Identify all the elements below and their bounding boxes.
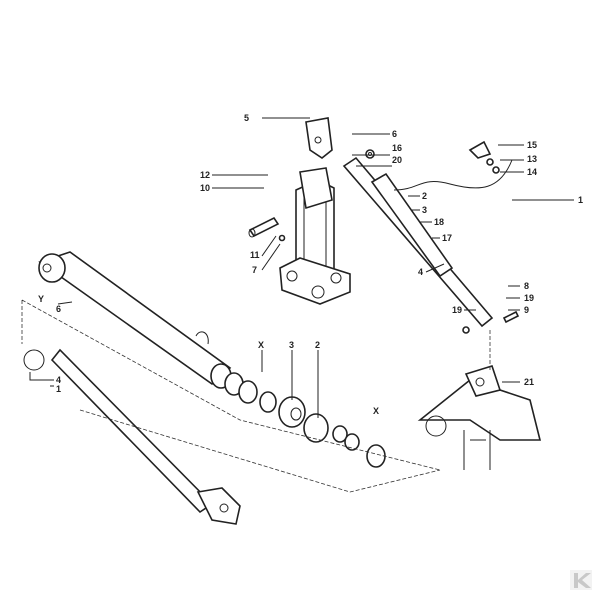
label-11: 11 <box>250 250 260 260</box>
label-6-lower: 6 <box>56 304 61 314</box>
label-18: 18 <box>434 217 444 227</box>
seal-rings <box>224 372 386 468</box>
label-17: 17 <box>442 233 452 243</box>
label-12: 12 <box>200 170 210 180</box>
hydraulic-cylinder-exploded <box>21 251 441 525</box>
label-15: 15 <box>527 140 537 150</box>
label-1: 1 <box>578 195 583 205</box>
label-19b: 19 <box>452 305 462 315</box>
leader-lines <box>29 117 574 418</box>
label-21: 21 <box>524 377 534 387</box>
part-labels: 5 6 15 16 20 13 14 12 10 2 3 18 1 17 11 … <box>38 113 583 416</box>
label-3: 3 <box>422 205 427 215</box>
label-5: 5 <box>244 113 249 123</box>
brand-logo <box>570 570 592 590</box>
label-19: 19 <box>524 293 534 303</box>
label-13: 13 <box>527 154 537 164</box>
label-4: 4 <box>418 267 423 277</box>
label-14: 14 <box>527 167 537 177</box>
label-20: 20 <box>392 155 402 165</box>
label-2: 2 <box>422 191 427 201</box>
label-X-right: X <box>373 406 379 416</box>
label-7: 7 <box>252 265 257 275</box>
lift-cylinder <box>342 140 520 334</box>
label-6: 6 <box>392 129 397 139</box>
label-3-lower: 3 <box>289 340 294 350</box>
label-Y: Y <box>38 294 44 304</box>
label-4-lower: 4 <box>56 375 61 385</box>
label-16: 16 <box>392 143 402 153</box>
label-2-lower: 2 <box>315 340 320 350</box>
label-10: 10 <box>200 183 210 193</box>
lower-bracket <box>417 330 542 470</box>
label-8: 8 <box>524 281 529 291</box>
label-1-lower: 1 <box>56 384 61 394</box>
label-9: 9 <box>524 305 529 315</box>
bracket-column <box>248 117 351 305</box>
label-X-left: X <box>258 340 264 350</box>
